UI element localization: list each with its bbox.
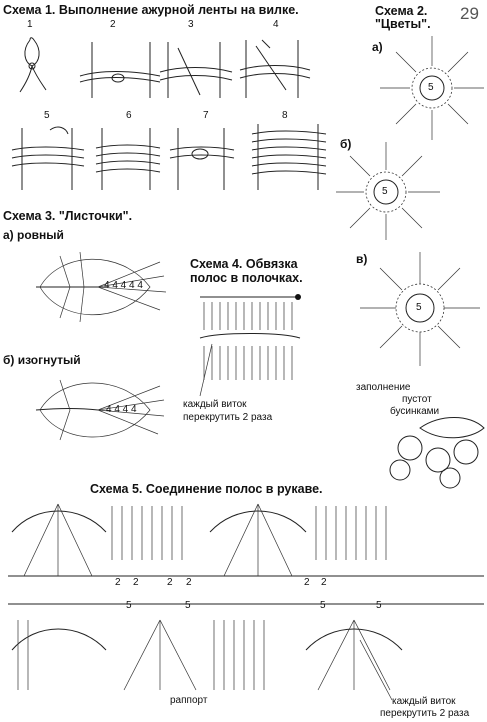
scheme3-leaf-a — [36, 251, 167, 323]
scheme4-note-line1: каждый виток — [183, 399, 247, 410]
scheme1-step4-fork-drawing — [239, 39, 311, 98]
beaded-flowers-illustration — [389, 417, 485, 489]
scheme2-flower-a-label: а) — [372, 40, 383, 54]
scheme3-variant-a: а) ровный — [3, 228, 64, 242]
scheme5-mark: 2 — [304, 577, 310, 588]
scheme1-step-label: 3 — [188, 19, 194, 30]
scheme2-flower-a — [380, 36, 484, 140]
scheme5-mark: 5 — [320, 600, 326, 611]
scheme5-mark: 5 — [376, 600, 382, 611]
scheme3-count-a: 4 4 4 4 4 — [104, 280, 143, 291]
scheme5-mark: 2 — [167, 577, 173, 588]
scheme1-step6-fork-drawing — [95, 128, 161, 190]
scheme3-title: Схема 3. "Листочки". — [3, 209, 133, 223]
scheme5-mark: 5 — [126, 600, 132, 611]
scheme3-count-b: 4 4 4 4 — [106, 404, 137, 415]
scheme1-step5-fork-drawing — [11, 126, 85, 190]
scheme1-step1-loop-drawing — [19, 37, 47, 93]
scheme2-flower-b — [336, 142, 440, 240]
page-number: 29 — [460, 4, 479, 23]
scheme2-title-line2: "Цветы". — [375, 17, 431, 31]
scheme5-title: Схема 5. Соединение полос в рукаве. — [90, 482, 323, 496]
scheme5-note-line1: каждый виток — [392, 696, 456, 707]
scheme1-title: Схема 1. Выполнение ажурной ленты на вил… — [3, 3, 299, 17]
scheme2-flower-b-center: 5 — [382, 186, 388, 197]
scheme1-step8-fork-drawing — [251, 124, 327, 190]
scheme1-step7-fork-drawing — [169, 128, 235, 190]
scheme1-step3-fork-drawing — [159, 42, 233, 98]
scheme4-title-line2: полос в полочках. — [190, 271, 303, 285]
scheme4-title-line1: Схема 4. Обвязка — [190, 257, 298, 271]
scheme2-flower-c-label: в) — [356, 252, 368, 266]
scheme1-step-label: 7 — [203, 110, 209, 121]
scheme1-step2-fork-drawing — [79, 42, 161, 98]
scheme1-step-label: 6 — [126, 110, 132, 121]
scheme1-step-label: 1 — [27, 19, 33, 30]
scheme5-rapport: раппорт — [170, 695, 208, 706]
scheme5-mark: 2 — [186, 577, 192, 588]
scheme1-step-label: 8 — [282, 110, 288, 121]
scheme1-step-label: 2 — [110, 19, 116, 30]
scheme5-note-line2: перекрутить 2 раза — [380, 708, 470, 719]
scheme1-step-label: 5 — [44, 110, 50, 121]
scheme3-leaf-b — [35, 379, 165, 441]
scheme2-flower-c — [360, 252, 480, 366]
scheme3-variant-b: б) изогнутый — [3, 353, 81, 367]
scheme4-note-line2: перекрутить 2 раза — [183, 412, 273, 423]
scheme5-mark: 5 — [185, 600, 191, 611]
scheme5-mark: 2 — [133, 577, 139, 588]
scheme2-flower-b-label: б) — [340, 137, 352, 151]
scheme5-mark: 2 — [115, 577, 121, 588]
scheme5-sleeve-join-drawing — [8, 503, 484, 701]
scheme2-flower-a-center: 5 — [428, 82, 434, 93]
scheme4-strip-drawing — [199, 294, 301, 397]
scheme2-title-line1: Схема 2. — [375, 4, 428, 18]
beads-note-line2: пустот — [402, 394, 432, 405]
beads-note-line1: заполнение — [356, 382, 411, 393]
scheme5-mark: 2 — [321, 577, 327, 588]
scheme1-step-label: 4 — [273, 19, 279, 30]
beads-note-line3: бусинками — [390, 406, 440, 417]
scheme2-flower-c-center: 5 — [416, 302, 422, 313]
